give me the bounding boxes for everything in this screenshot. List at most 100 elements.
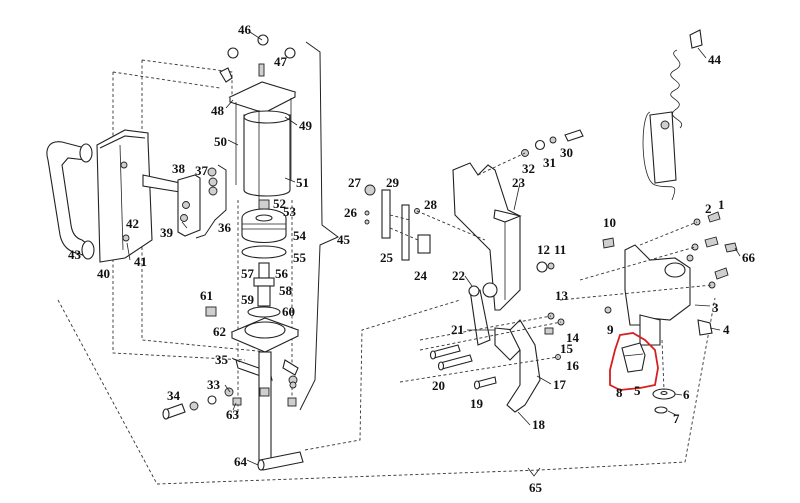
label-25: 25 [380,250,394,265]
air-hose-44 [642,29,703,201]
label-6: 6 [683,387,690,402]
label-41: 41 [134,254,147,269]
label-43: 43 [68,247,82,262]
fittings-37 [207,167,218,196]
label-2: 2 [705,201,712,216]
label-22: 22 [452,268,465,283]
label-37: 37 [195,163,209,178]
label-30: 30 [560,145,573,160]
bracket-36 [195,164,227,239]
part-10 [602,237,615,249]
handle-part-43 [46,141,95,260]
label-13: 13 [555,288,569,303]
top-plate-48 [228,63,297,114]
label-15: 15 [560,341,574,356]
bracket-plate-40 [96,129,153,263]
label-57: 57 [241,266,255,281]
label-4: 4 [723,322,730,337]
label-leaders [126,31,741,466]
elbow-fitting-48 [219,67,233,83]
label-54: 54 [293,228,307,243]
label-5: 5 [634,383,641,398]
label-44: 44 [708,52,722,67]
label-26: 26 [344,205,358,220]
assembly-bracket-45 [299,41,339,411]
part-4 [697,319,713,336]
label-51: 51 [296,175,309,190]
label-7: 7 [673,411,680,426]
part-labels: 1 2 3 4 5 6 7 8 9 10 11 12 13 14 15 16 1… [68,22,756,495]
label-28: 28 [424,197,438,212]
main-shaft [258,351,272,463]
label-45: 45 [337,232,351,247]
bracket-part-5 [621,342,646,373]
label-38: 38 [172,161,186,176]
mount-plate-62 [230,317,300,353]
label-11: 11 [554,242,566,257]
label-17: 17 [553,377,567,392]
label-8: 8 [616,385,623,400]
cylinder-caps-46 [227,34,296,59]
part-9 [604,306,612,314]
label-10: 10 [603,215,616,230]
valve-block [177,174,201,237]
label-60: 60 [282,304,295,319]
label-1: 1 [718,197,725,212]
label-62: 62 [213,324,226,339]
label-63: 63 [226,407,240,422]
label-39: 39 [160,225,174,240]
parts-24-29 [364,184,486,261]
label-61: 61 [200,288,213,303]
label-9: 9 [607,322,614,337]
label-21: 21 [451,322,464,337]
pins-19-20 [429,344,497,390]
label-14: 14 [566,330,580,345]
label-23: 23 [512,175,526,190]
fitting-61 [205,306,217,317]
label-56: 56 [275,266,289,281]
cylinder-body-51 [243,110,291,197]
label-46: 46 [238,22,252,37]
label-33: 33 [207,377,221,392]
piston-nut-52 [258,199,270,210]
label-31: 31 [543,155,556,170]
assembly-bracket-65 [57,297,716,485]
piston-53-54 [241,208,287,244]
label-55: 55 [293,250,307,265]
o-ring-55 [241,245,287,259]
label-49: 49 [299,118,313,133]
hardware-11-16 [399,261,565,383]
washer-6 [652,388,676,400]
lever-22 [468,285,491,346]
washer-7 [654,406,668,414]
label-42: 42 [126,216,139,231]
label-3: 3 [712,300,719,315]
main-bracket-23 [452,162,522,311]
label-52: 52 [273,196,286,211]
bolts-1-2-66 [559,211,738,301]
tie-rods-50 [235,98,292,200]
label-18: 18 [532,417,546,432]
label-36: 36 [218,220,232,235]
label-19: 19 [470,396,484,411]
label-32: 32 [522,161,535,176]
label-64: 64 [234,454,248,469]
lever-arm-17-18 [506,319,541,413]
label-50: 50 [214,134,227,149]
pin-64 [257,451,304,471]
label-12: 12 [537,242,550,257]
piston-rod-56-60 [247,262,281,318]
label-27: 27 [348,175,362,190]
label-59: 59 [241,292,255,307]
bolt-34 [162,387,242,420]
label-35: 35 [215,352,229,367]
label-53: 53 [283,204,297,219]
label-20: 20 [432,378,445,393]
label-16: 16 [566,358,580,373]
housing-3 [624,244,691,346]
washers-30-32 [477,129,584,176]
label-34: 34 [167,388,181,403]
nuts-right [287,381,297,407]
label-29: 29 [386,175,400,190]
